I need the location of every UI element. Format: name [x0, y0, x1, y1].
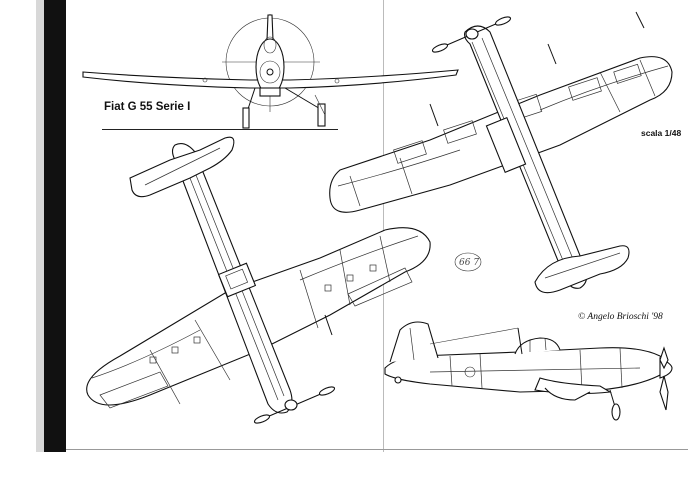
- aircraft-side-icon: [384, 321, 673, 421]
- binding-edge: [44, 0, 66, 452]
- page-bottom-edge: [66, 449, 688, 450]
- title-underline: [102, 129, 338, 130]
- binding-shadow: [36, 0, 44, 452]
- handwritten-note: 66 7: [459, 258, 480, 268]
- aircraft-bottom-icon: [329, 11, 673, 294]
- scale-label: scala 1/48: [641, 128, 682, 138]
- note-circle: [454, 252, 482, 272]
- aircraft-top-icon: [86, 136, 431, 424]
- drawing-title: Fiat G 55 Serie I: [104, 101, 191, 113]
- author-credit: © Angelo Brioschi '98: [578, 312, 663, 322]
- aircraft-front-icon: [82, 14, 459, 129]
- page-fold: [383, 0, 384, 452]
